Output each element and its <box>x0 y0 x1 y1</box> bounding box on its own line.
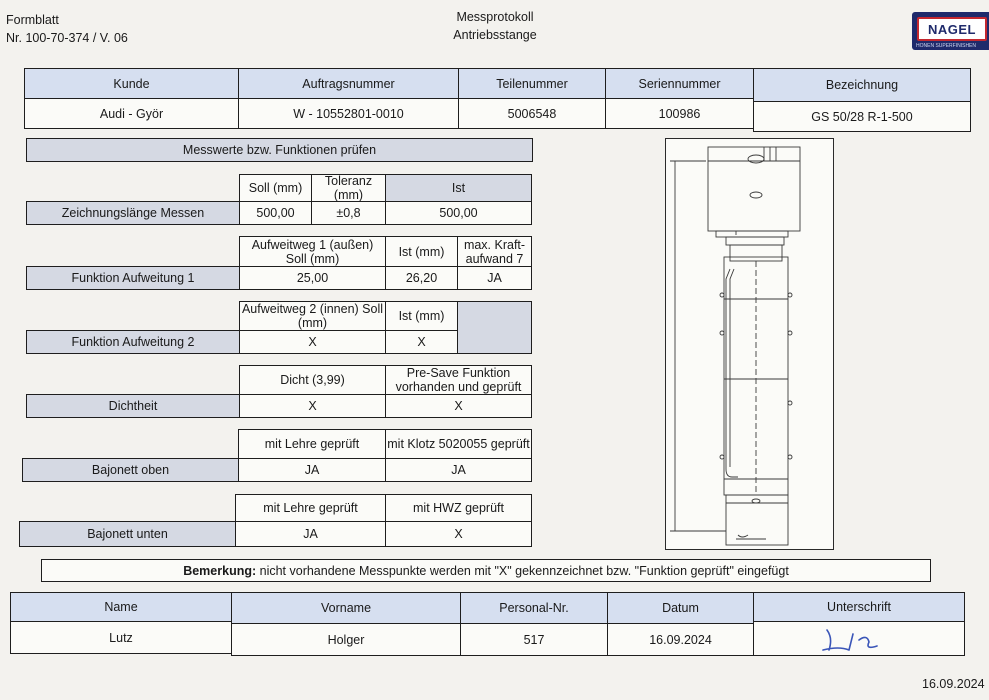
info-header-bezeichnung: Bezeichnung <box>753 68 971 102</box>
dichtheit-label: Dichtheit <box>26 394 240 418</box>
technical-drawing <box>665 138 834 550</box>
aufweitung2-header-weg: Aufweitweg 2 (innen) Soll (mm) <box>239 301 386 331</box>
info-value-auftragsnummer: W - 10552801-0010 <box>238 98 459 129</box>
info-value-teilenummer: 5006548 <box>458 98 606 129</box>
dichtheit-dicht-value: X <box>239 394 386 418</box>
length-header-toleranz: Toleranz (mm) <box>311 174 386 202</box>
length-header-ist: Ist <box>385 174 532 202</box>
remark-label: Bemerkung: <box>183 563 257 578</box>
aufweitung1-header-kraft: max. Kraft-aufwand 7 <box>457 236 532 267</box>
remark-text: nicht vorhandene Messpunkte werden mit "… <box>256 563 789 578</box>
aufweitung2-ist-value: X <box>385 330 458 354</box>
signature-value-personal-nr: 517 <box>460 623 608 656</box>
dichtheit-presave-value: X <box>385 394 532 418</box>
info-header-teilenummer: Teilenummer <box>458 68 606 99</box>
dichtheit-header-presave: Pre-Save Funktion vorhanden und geprüft <box>385 365 532 395</box>
bajonett-oben-klotz-value: JA <box>385 458 532 482</box>
signature-header-vorname: Vorname <box>231 592 461 624</box>
aufweitung2-header-ist: Ist (mm) <box>385 301 458 331</box>
length-tolerance-value: ±0,8 <box>311 201 386 225</box>
length-soll-value: 500,00 <box>239 201 312 225</box>
aufweitung1-label: Funktion Aufweitung 1 <box>26 266 240 290</box>
aufweitung1-weg-value: 25,00 <box>239 266 386 290</box>
bajonett-oben-header-klotz: mit Klotz 5020055 geprüft <box>385 429 532 459</box>
length-header-soll: Soll (mm) <box>239 174 312 202</box>
signature-header-datum: Datum <box>607 592 754 624</box>
info-header-seriennummer: Seriennummer <box>605 68 754 99</box>
signature-value-unterschrift <box>753 621 965 656</box>
length-label: Zeichnungslänge Messen <box>26 201 240 225</box>
footer-date: 16.09.2024 <box>922 677 985 691</box>
length-ist-value: 500,00 <box>385 201 532 225</box>
info-value-kunde: Audi - Györ <box>24 98 239 129</box>
info-header-kunde: Kunde <box>24 68 239 99</box>
signature-header-unterschrift: Unterschrift <box>753 592 965 622</box>
bajonett-unten-hwz-value: X <box>385 521 532 547</box>
handwritten-signature <box>822 628 878 651</box>
bajonett-oben-lehre-value: JA <box>238 458 386 482</box>
bajonett-unten-header-lehre: mit Lehre geprüft <box>235 494 386 522</box>
nagel-logo: NAGEL HONEN SUPERFINISHEN <box>912 12 989 50</box>
document-title: Messprotokoll <box>456 10 534 24</box>
section-title: Messwerte bzw. Funktionen prüfen <box>26 138 533 162</box>
info-value-bezeichnung: GS 50/28 R-1-500 <box>753 101 971 132</box>
info-header-auftragsnummer: Auftragsnummer <box>238 68 459 99</box>
bajonett-unten-header-hwz: mit HWZ geprüft <box>385 494 532 522</box>
aufweitung1-kraft-value: JA <box>457 266 532 290</box>
aufweitung2-label: Funktion Aufweitung 2 <box>26 330 240 354</box>
signature-value-datum: 16.09.2024 <box>607 623 754 656</box>
aufweitung1-header-weg: Aufweitweg 1 (außen) Soll (mm) <box>239 236 386 267</box>
logo-wordmark: NAGEL <box>917 17 987 41</box>
drive-rod-drawing <box>670 146 801 546</box>
form-number: Nr. 100-70-374 / V. 06 <box>6 31 128 45</box>
info-value-seriennummer: 100986 <box>605 98 754 129</box>
bajonett-oben-label: Bajonett oben <box>22 458 239 482</box>
signature-header-personal-nr: Personal-Nr. <box>460 592 608 624</box>
document-subtitle: Antriebsstange <box>453 28 537 42</box>
logo-tagline: HONEN SUPERFINISHEN <box>916 43 977 49</box>
signature-value-vorname: Holger <box>231 623 461 656</box>
bajonett-oben-header-lehre: mit Lehre geprüft <box>238 429 386 459</box>
remark-box: Bemerkung: nicht vorhandene Messpunkte w… <box>41 559 931 582</box>
bajonett-unten-label: Bajonett unten <box>19 521 236 547</box>
aufweitung1-ist-value: 26,20 <box>385 266 458 290</box>
aufweitung1-header-ist: Ist (mm) <box>385 236 458 267</box>
form-label: Formblatt <box>6 13 59 27</box>
signature-header-name: Name <box>10 592 232 622</box>
dichtheit-header-dicht: Dicht (3,99) <box>239 365 386 395</box>
bajonett-unten-lehre-value: JA <box>235 521 386 547</box>
aufweitung2-weg-value: X <box>239 330 386 354</box>
aufweitung2-empty-cell <box>457 301 532 354</box>
signature-value-name: Lutz <box>10 621 232 654</box>
